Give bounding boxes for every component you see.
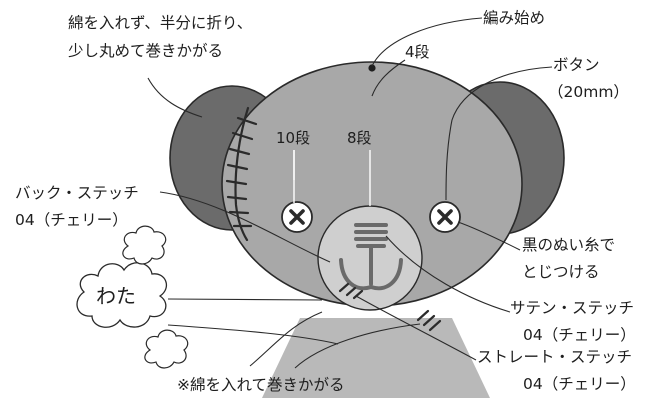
bottom-note: ※綿を入れて巻きかがる <box>177 376 345 394</box>
straight-stitches <box>338 282 442 332</box>
right-button-eye <box>429 201 461 233</box>
back-stitch-label-line1: バック・ステッチ <box>15 184 139 202</box>
ear-whip-stitches <box>225 106 258 242</box>
cotton-cloud-main <box>76 262 168 328</box>
cotton-cloud-small-2 <box>144 329 189 369</box>
straight-stitch-label-line2: 04（チェリー） <box>523 375 636 393</box>
row4-label: 4段 <box>405 43 430 61</box>
leader-bottom-2 <box>294 323 421 369</box>
leader-satin <box>385 235 511 313</box>
black-thread-label-line2: とじつける <box>522 263 600 281</box>
leader-bottom-1 <box>249 311 323 367</box>
leader-ear-note <box>147 77 203 118</box>
leader-straight <box>355 295 477 361</box>
button-label-line1: ボタン <box>553 56 600 74</box>
leader-start <box>371 17 483 67</box>
row8-label: 8段 <box>347 129 372 147</box>
black-thread-label-line1: 黒のぬい糸で <box>522 236 615 254</box>
start-label: 編み始め <box>483 9 545 27</box>
satin-stitch-label-line2: 04（チェリー） <box>523 326 636 344</box>
cotton-cloud-small-1 <box>122 225 167 265</box>
back-stitch-label-line2: 04（チェリー） <box>15 211 128 229</box>
leader-back-stitch <box>159 191 331 263</box>
cotton-label: わた <box>96 284 136 308</box>
leader-black-thread <box>457 221 521 251</box>
straight-stitch-label-line1: ストレート・ステッチ <box>477 348 632 366</box>
back-stitch-mouth <box>339 246 403 291</box>
ear-note-line2: 少し丸めて巻きかがる <box>68 42 223 60</box>
leader-cotton-2 <box>167 324 339 345</box>
leader-button <box>445 66 553 201</box>
start-point-dot <box>368 64 376 72</box>
row10-label: 10段 <box>276 129 310 147</box>
bear-body <box>262 318 490 398</box>
left-button-eye <box>281 201 313 233</box>
satin-stitch-label-line1: サテン・ステッチ <box>510 299 634 317</box>
leader-cotton-1 <box>167 298 323 301</box>
leader-row4 <box>371 59 406 97</box>
button-label-line2: （20mm） <box>548 83 629 101</box>
ear-note-line1: 綿を入れず、半分に折り、 <box>68 14 252 32</box>
